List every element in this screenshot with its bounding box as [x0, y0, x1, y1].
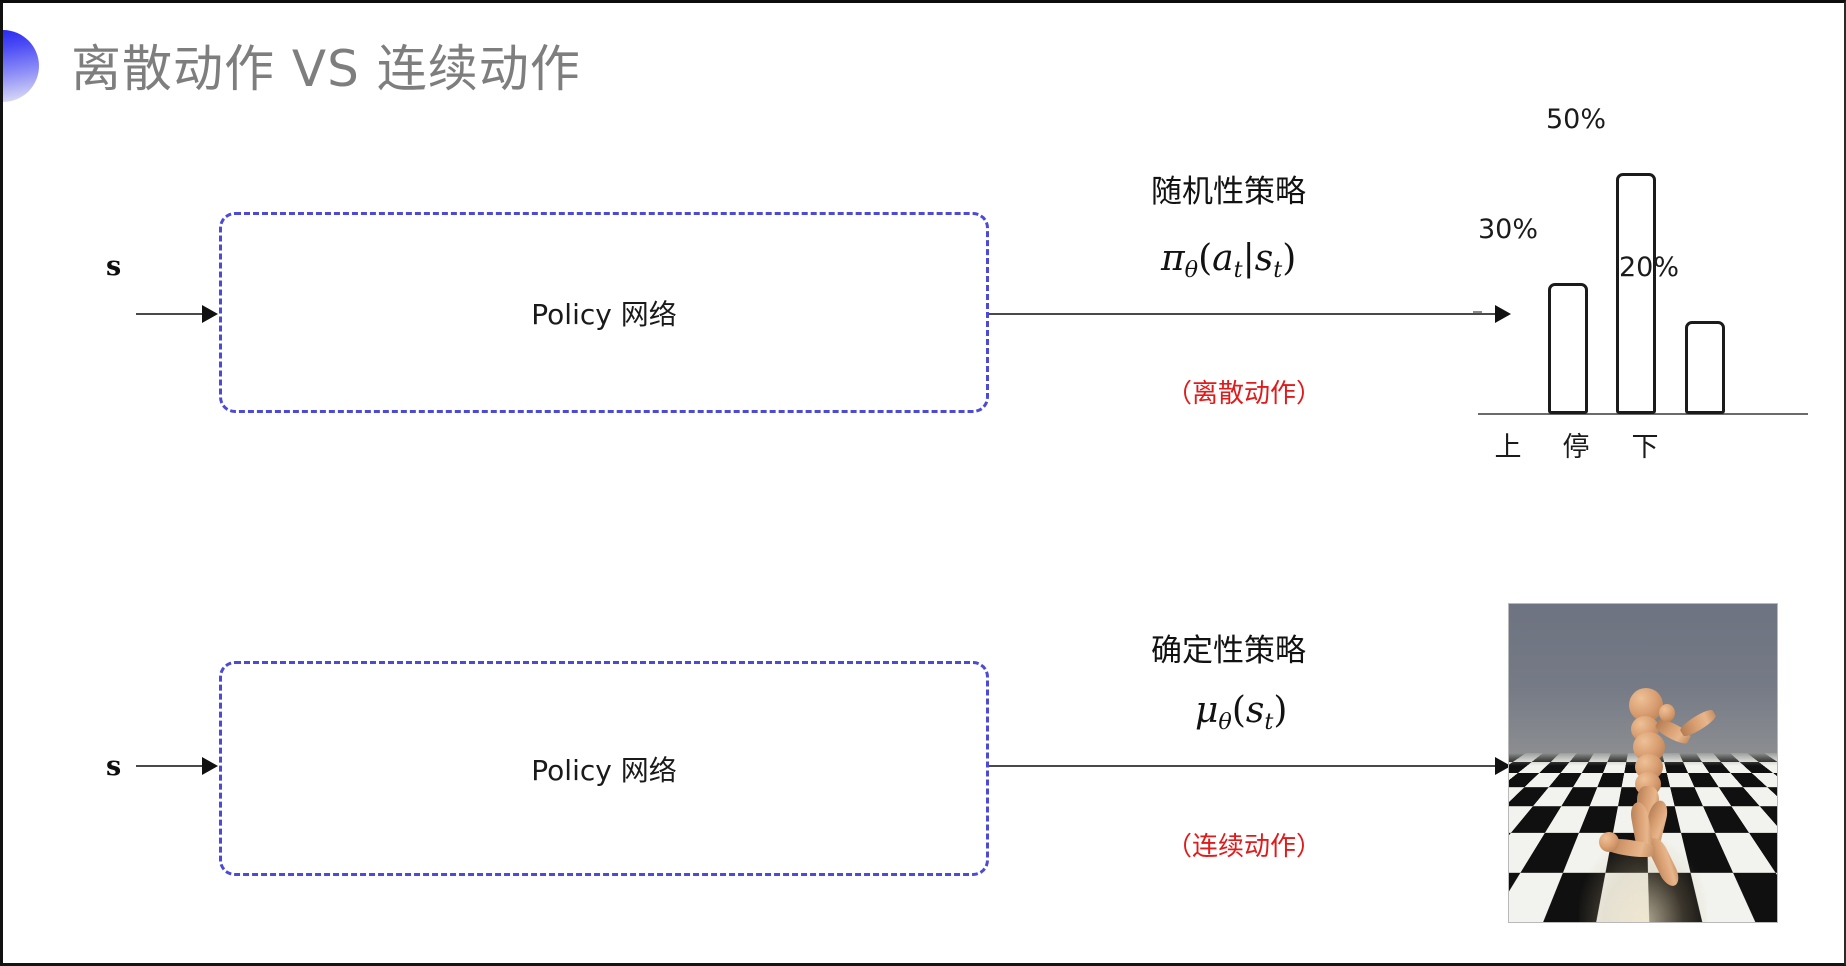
formula-arg-state: s — [1254, 238, 1274, 279]
bar-value-up: 30% — [1477, 214, 1538, 245]
formula-close-paren: ) — [1282, 238, 1297, 279]
policy-network-box-continuous[interactable]: Policy 网络 — [219, 661, 989, 876]
formula-symbol-mu: μ — [1195, 690, 1219, 731]
chart-y-axis-tick — [1473, 311, 1482, 313]
formula-symbol-pi: π — [1161, 238, 1185, 279]
formula-open-paren: ( — [1198, 238, 1213, 279]
formula-subscript-theta-2: θ — [1218, 709, 1232, 736]
input-state-label-continuous: s — [106, 751, 122, 782]
action-type-tag-discrete: （离散动作） — [1166, 379, 1323, 409]
action-type-tag-continuous: （连续动作） — [1166, 832, 1323, 862]
formula-arg-state-subscript: t — [1273, 257, 1283, 284]
input-arrow-line-continuous — [136, 765, 204, 767]
policy-formula-discrete: πθ(at|st) — [1161, 238, 1297, 283]
bar-value-down: 20% — [1618, 252, 1679, 283]
formula-subscript-theta: θ — [1184, 257, 1199, 284]
formula-conditional-bar: | — [1242, 238, 1255, 279]
input-arrow-head-discrete — [202, 305, 218, 323]
humanoid-hand — [1659, 704, 1675, 722]
bar-category-stay: 停 — [1562, 432, 1590, 463]
policy-kind-label-discrete: 随机性策略 — [1151, 174, 1306, 210]
page-title: 离散动作 VS 连续动作 — [71, 40, 581, 98]
formula-arg-action: a — [1212, 238, 1234, 279]
policy-network-box-discrete[interactable]: Policy 网络 — [219, 212, 989, 413]
formula-arg-state-subscript-2: t — [1264, 709, 1274, 736]
policy-kind-label-continuous: 确定性策略 — [1151, 633, 1306, 669]
bar-stay[interactable] — [1616, 173, 1656, 414]
half-circle-gradient-decor-icon — [3, 30, 39, 102]
chart-baseline-axis — [1478, 413, 1808, 415]
output-arrow-line-discrete — [989, 313, 1496, 315]
humanoid-simulation-image — [1508, 603, 1778, 923]
formula-arg-state-2: s — [1245, 690, 1265, 731]
policy-formula-continuous: μθ(st) — [1195, 690, 1288, 735]
bar-category-up: 上 — [1494, 432, 1522, 463]
input-arrow-head-continuous — [202, 757, 218, 775]
formula-arg-action-subscript: t — [1233, 257, 1243, 284]
output-arrow-line-continuous — [989, 765, 1496, 767]
policy-network-label-continuous: Policy 网络 — [531, 753, 677, 787]
output-arrow-head-discrete — [1495, 305, 1511, 323]
input-state-label-discrete: s — [106, 251, 122, 282]
policy-network-label-discrete: Policy 网络 — [531, 297, 677, 331]
bar-up[interactable] — [1548, 283, 1588, 414]
humanoid-back-foot — [1599, 832, 1619, 852]
bar-category-down: 下 — [1631, 432, 1659, 463]
bar-down[interactable] — [1685, 321, 1725, 414]
output-arrow-head-continuous — [1495, 757, 1511, 775]
bar-value-stay: 50% — [1545, 104, 1606, 135]
formula-open-paren-2: ( — [1231, 690, 1246, 731]
formula-close-paren-2: ) — [1273, 690, 1288, 731]
input-arrow-line-discrete — [136, 313, 204, 315]
action-probability-bar-chart: 30% 上 50% 停 20% 下 — [1473, 103, 1819, 463]
